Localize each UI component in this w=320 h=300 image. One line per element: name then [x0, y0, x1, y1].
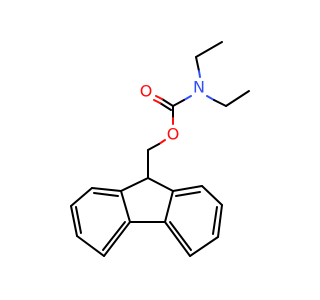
bond-c8a-c4a [164, 190, 174, 223]
bond-right-ring-1-inner [175, 191, 201, 197]
bond-carbonyl-double-2 [159, 102, 172, 111]
bond-ethyl2-ch2-ch3 [225, 90, 250, 107]
bond-left-ring-2 [70, 187, 93, 207]
bond-left-ring-3-inner [75, 206, 82, 234]
bond-carbonyl-double-2-colored [153, 99, 161, 104]
bond-ethyl1-ch3-ch2 [195, 41, 223, 58]
bond-n-carbonyl [172, 99, 185, 107]
bond-right-ring-5-inner [169, 221, 192, 251]
bond-right-ring-1 [172, 185, 203, 192]
bond-n-carbonyl-colored [183, 95, 192, 101]
bond-carbonyl-double-1-colored [155, 95, 163, 100]
bond-right-ring-4 [189, 236, 219, 257]
bond-left-ring-1-inner [93, 192, 119, 197]
bond-n-ethyl2-ch2 [213, 99, 227, 107]
bond-ester-o-ch2 [147, 143, 160, 151]
atom-label-nitrogen: N [193, 78, 205, 97]
bond-left-ring-3 [70, 205, 78, 237]
bond-ester-o-ch2-colored [158, 139, 166, 145]
bond-right-ring-5 [164, 221, 191, 257]
bond-ethyl1-ch2-n [195, 56, 200, 72]
bond-c9-c9a [120, 177, 149, 192]
bond-left-ring-5-inner [102, 221, 126, 251]
bond-ethyl1-ch2-n-colored [198, 70, 201, 78]
atom-label-carbonyl-oxygen: O [140, 82, 153, 101]
molecule-diagram: N O O [70, 41, 250, 257]
atom-label-ester-oxygen: O [167, 125, 180, 144]
bond-right-ring-2 [201, 185, 223, 206]
bond-left-ring-4 [76, 235, 105, 257]
bond-right-ring-3 [217, 204, 223, 238]
structure-canvas: N O O [70, 41, 250, 257]
bond-c9a-c4b [120, 190, 131, 223]
bond-carbonyl-double-1 [161, 98, 174, 107]
bond-left-ring-1 [91, 187, 122, 192]
bond-right-ring-3-inner [212, 206, 218, 235]
bond-c9-c8a [147, 177, 174, 192]
bond-n-ethyl2-colored [206, 95, 215, 101]
bond-left-ring-5 [103, 221, 131, 257]
